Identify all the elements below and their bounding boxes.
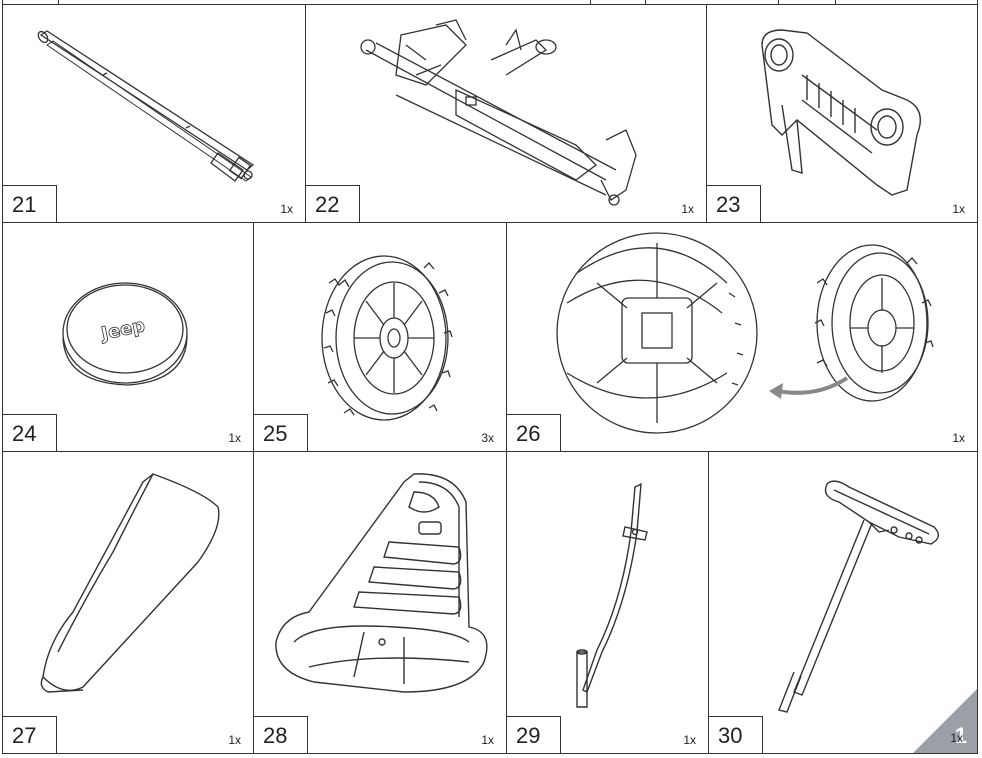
wheel-detail-drawing bbox=[556, 232, 934, 434]
part-28-panel: 28 1x bbox=[253, 451, 507, 754]
part-quantity: 1x bbox=[952, 202, 965, 216]
part-24-panel: Jeep 24 1x bbox=[2, 222, 254, 452]
wheel-drawing bbox=[321, 255, 453, 421]
part-number: 24 bbox=[3, 414, 57, 451]
part-number: 28 bbox=[254, 716, 308, 753]
lever-rod-drawing bbox=[576, 482, 648, 708]
part-27-panel: 27 1x bbox=[2, 451, 254, 754]
part-quantity: 1x bbox=[681, 202, 694, 216]
part-21-panel: 21 1x bbox=[2, 4, 306, 223]
part-number: 23 bbox=[707, 185, 761, 222]
steering-shaft-drawing bbox=[37, 30, 255, 182]
part-29-panel: 29 1x bbox=[506, 451, 709, 754]
part-number: 22 bbox=[306, 185, 360, 222]
part-30-panel: 30 1 1x bbox=[708, 451, 978, 754]
front-axle-frame-drawing bbox=[360, 19, 637, 206]
page-corner-fold-icon bbox=[913, 689, 977, 753]
part-22-panel: 22 1x bbox=[305, 4, 707, 223]
part-26-panel: 26 1x bbox=[506, 222, 978, 452]
part-23-panel: 23 1x bbox=[706, 4, 978, 223]
part-number: 29 bbox=[507, 716, 561, 753]
part-number: 26 bbox=[507, 414, 561, 451]
part-quantity: 1x bbox=[280, 202, 293, 216]
part-quantity: 1x bbox=[952, 431, 965, 445]
grille-drawing bbox=[761, 29, 921, 196]
steering-wheel-column-drawing bbox=[778, 480, 939, 713]
part-quantity: 1x bbox=[228, 733, 241, 747]
jeep-logo-text: Jeep bbox=[97, 315, 146, 345]
part-25-panel: 25 3x bbox=[253, 222, 507, 452]
part-quantity: 1x bbox=[683, 733, 696, 747]
part-quantity: 1x bbox=[481, 733, 494, 747]
part-quantity: 1x bbox=[228, 431, 241, 445]
part-number: 25 bbox=[254, 414, 308, 451]
fender-drawing bbox=[40, 473, 220, 693]
seat-drawing bbox=[275, 473, 488, 693]
page-corner: 1 1x bbox=[913, 689, 977, 753]
part-number: 27 bbox=[3, 716, 57, 753]
part-number: 21 bbox=[3, 185, 57, 222]
top-table-edge bbox=[0, 0, 982, 4]
jeep-hub-cap-drawing: Jeep bbox=[62, 282, 188, 386]
part-quantity: 1x bbox=[950, 731, 963, 745]
part-quantity: 3x bbox=[481, 431, 494, 445]
page-number: 1 bbox=[954, 723, 967, 748]
part-number: 30 bbox=[709, 716, 763, 753]
